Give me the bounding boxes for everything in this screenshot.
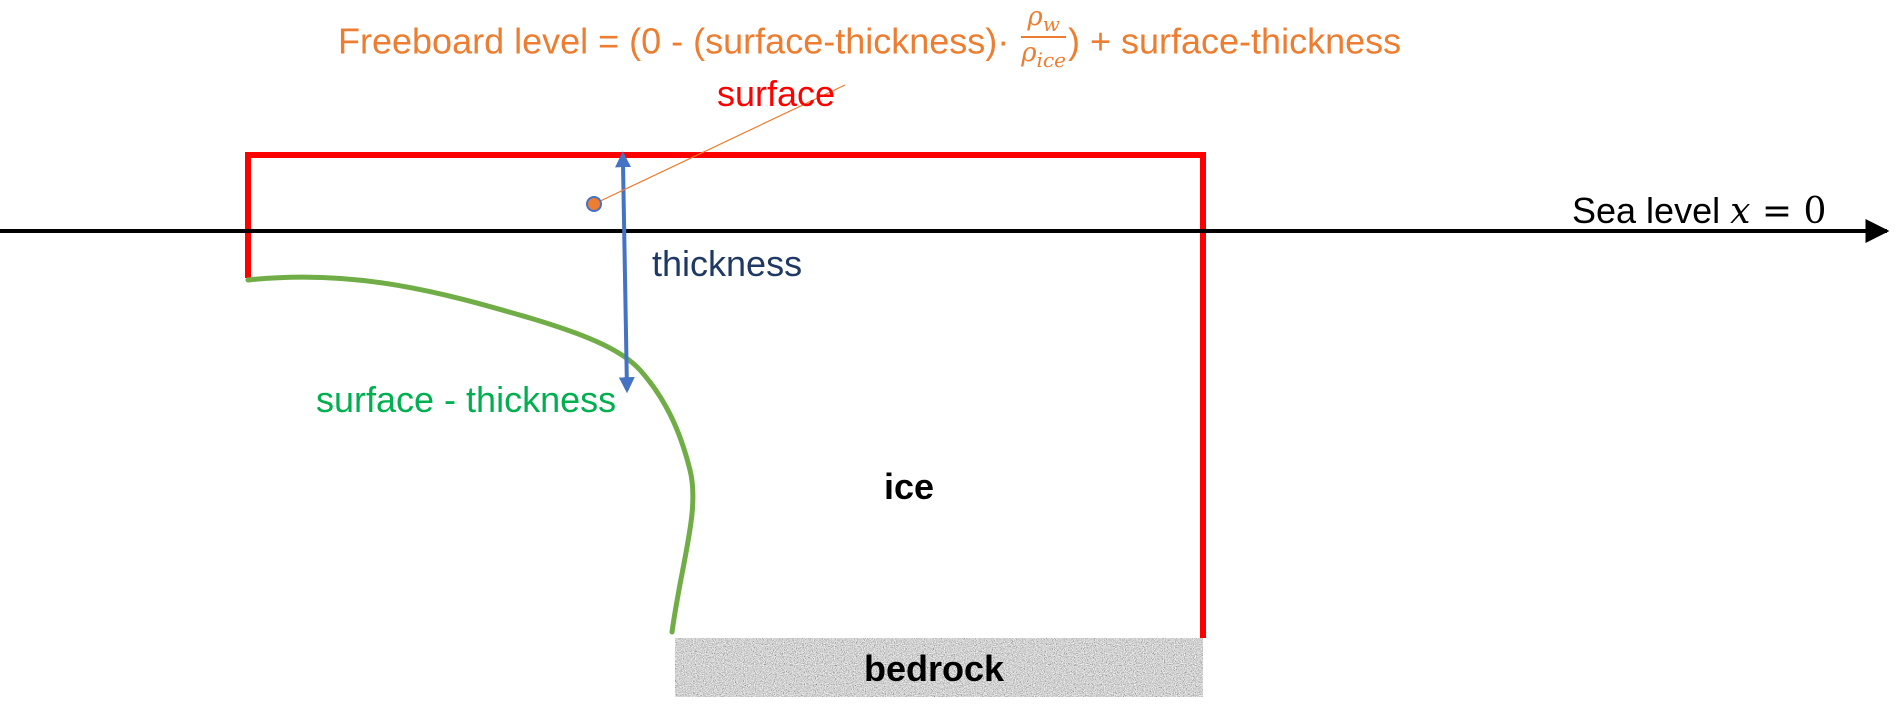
surface-callout-line (593, 84, 846, 205)
bedrock-block (675, 638, 1203, 697)
ice-label: ice (884, 466, 935, 507)
fraction-denominator: ρice (1021, 38, 1066, 73)
fraction-numerator: ρw (1021, 4, 1066, 39)
sea-level-label: Sea level x = 0 (1572, 190, 1827, 232)
surface-outline (245, 152, 1206, 638)
formula-suffix: ) + surface-thickness (1067, 20, 1402, 62)
bedrock-label: bedrock (864, 648, 1005, 689)
surface-label: surface (717, 73, 836, 114)
formula-prefix: Freeboard level = (0 - (surface-thicknes… (338, 20, 1020, 62)
thickness-arrow (615, 151, 635, 394)
surface-point-marker (586, 196, 602, 212)
thickness-label: thickness (652, 243, 803, 284)
freeboard-formula: Freeboard level = (0 - (surface-thicknes… (338, 4, 1402, 70)
surface-minus-thickness-label: surface - thickness (316, 379, 617, 420)
